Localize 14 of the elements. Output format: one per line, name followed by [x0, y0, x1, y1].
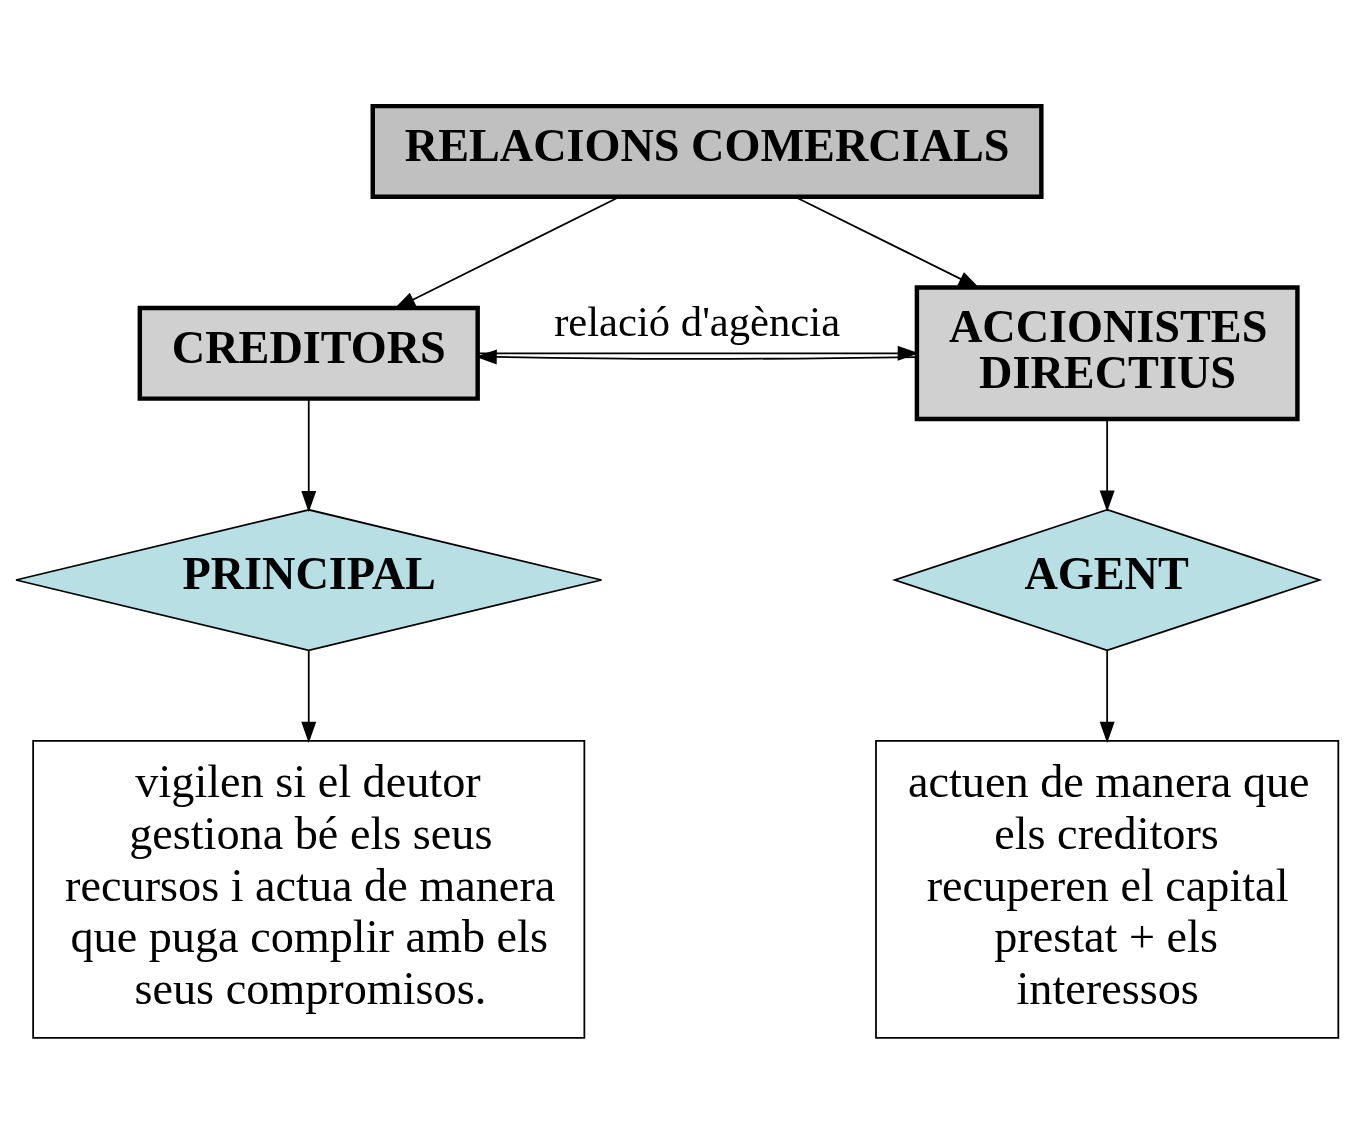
node-box: vigilen si el deutor gestiona bé els seus recursos i actua de manera que puga complir amb els seus compromisos. — [32, 740, 586, 1039]
node-diamond: AGENT — [892, 508, 1323, 652]
node-box: actuen de manera que els creditors recuperen el capital prestat + els interessos — [875, 740, 1340, 1039]
arrow — [1099, 418, 1115, 512]
edge-label: relació d'agència — [554, 297, 841, 345]
node-box: ACCIONISTES DIRECTIUS — [914, 285, 1300, 422]
arrow — [794, 196, 980, 289]
arrow — [301, 398, 317, 513]
arrow — [1099, 649, 1115, 744]
node-diamond: PRINCIPAL — [15, 508, 603, 652]
arrow — [301, 649, 317, 744]
node-box: CREDITORS — [137, 305, 480, 401]
arrow — [475, 349, 918, 365]
node-box: RELACIONS COMERCIALS — [370, 103, 1044, 200]
